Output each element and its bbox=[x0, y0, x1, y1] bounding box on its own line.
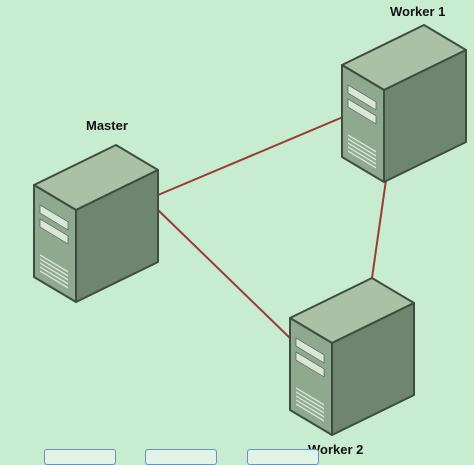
bottom-tab-2[interactable] bbox=[145, 449, 217, 465]
bottom-tab-3[interactable] bbox=[247, 449, 319, 465]
edge-worker1-worker2 bbox=[371, 179, 387, 279]
worker2-server-icon[interactable] bbox=[289, 277, 415, 436]
master-server-icon[interactable] bbox=[33, 144, 159, 303]
worker2-label: Worker 2 bbox=[308, 442, 364, 457]
edges-layer bbox=[157, 116, 387, 341]
master-label: Master bbox=[86, 118, 128, 133]
worker1-server-icon[interactable] bbox=[341, 24, 467, 183]
bottom-tab-1[interactable] bbox=[44, 449, 116, 465]
edge-master-worker1 bbox=[157, 116, 344, 196]
edge-master-worker2 bbox=[157, 209, 293, 341]
worker1-label: Worker 1 bbox=[390, 4, 446, 19]
